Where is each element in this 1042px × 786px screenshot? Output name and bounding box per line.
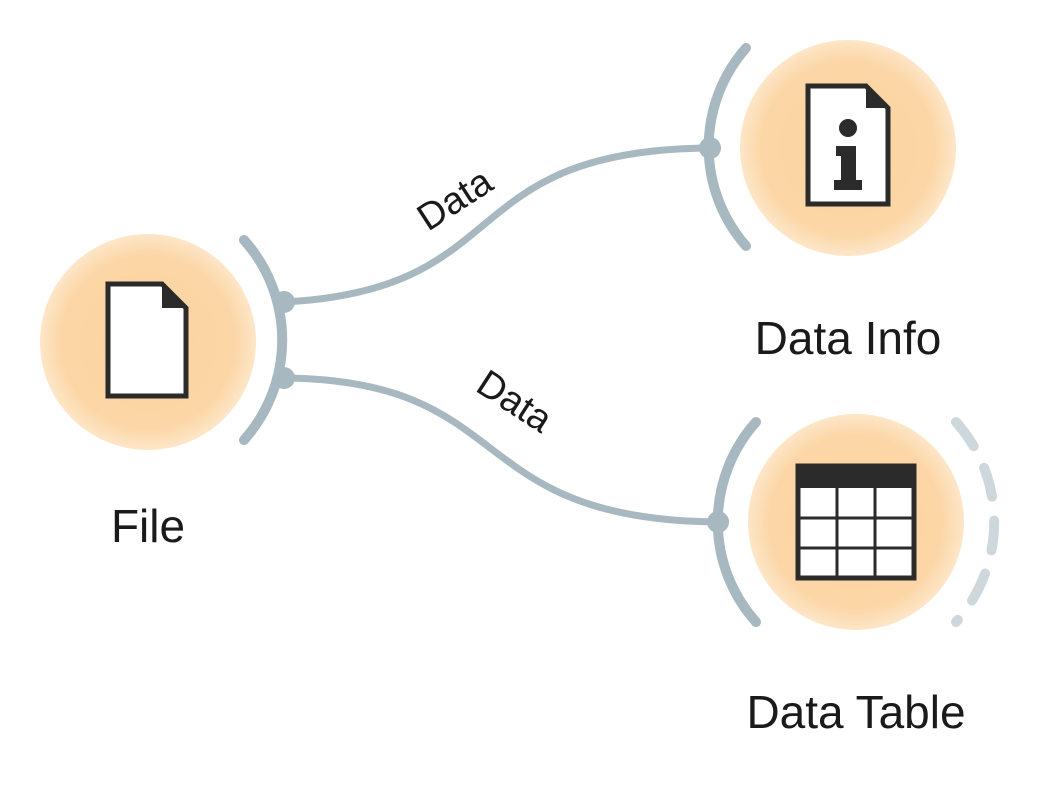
table-icon xyxy=(795,463,917,581)
output-anchor[interactable] xyxy=(273,367,295,389)
link-label: Data xyxy=(469,362,560,441)
node-data-table[interactable]: Data Table xyxy=(707,414,1000,738)
output-channel-arc[interactable] xyxy=(239,235,288,445)
node-data-info[interactable]: Data Info xyxy=(699,40,956,364)
node-file[interactable]: File xyxy=(40,234,295,552)
input-anchor[interactable] xyxy=(699,137,721,159)
node-label: Data Table xyxy=(746,686,965,738)
output-anchor[interactable] xyxy=(273,291,295,313)
link-line[interactable] xyxy=(280,374,722,526)
link-label: Data xyxy=(410,160,501,239)
output-channel-arc-unconnected[interactable] xyxy=(951,417,1000,627)
node-label: File xyxy=(111,500,185,552)
info-document-icon xyxy=(805,83,891,207)
link-line[interactable] xyxy=(280,144,714,306)
input-anchor[interactable] xyxy=(707,511,729,533)
link-file-to-data-table[interactable]: Data xyxy=(280,362,722,526)
link-file-to-data-info[interactable]: Data xyxy=(280,144,714,306)
node-label: Data Info xyxy=(755,312,942,364)
file-icon xyxy=(105,281,189,399)
